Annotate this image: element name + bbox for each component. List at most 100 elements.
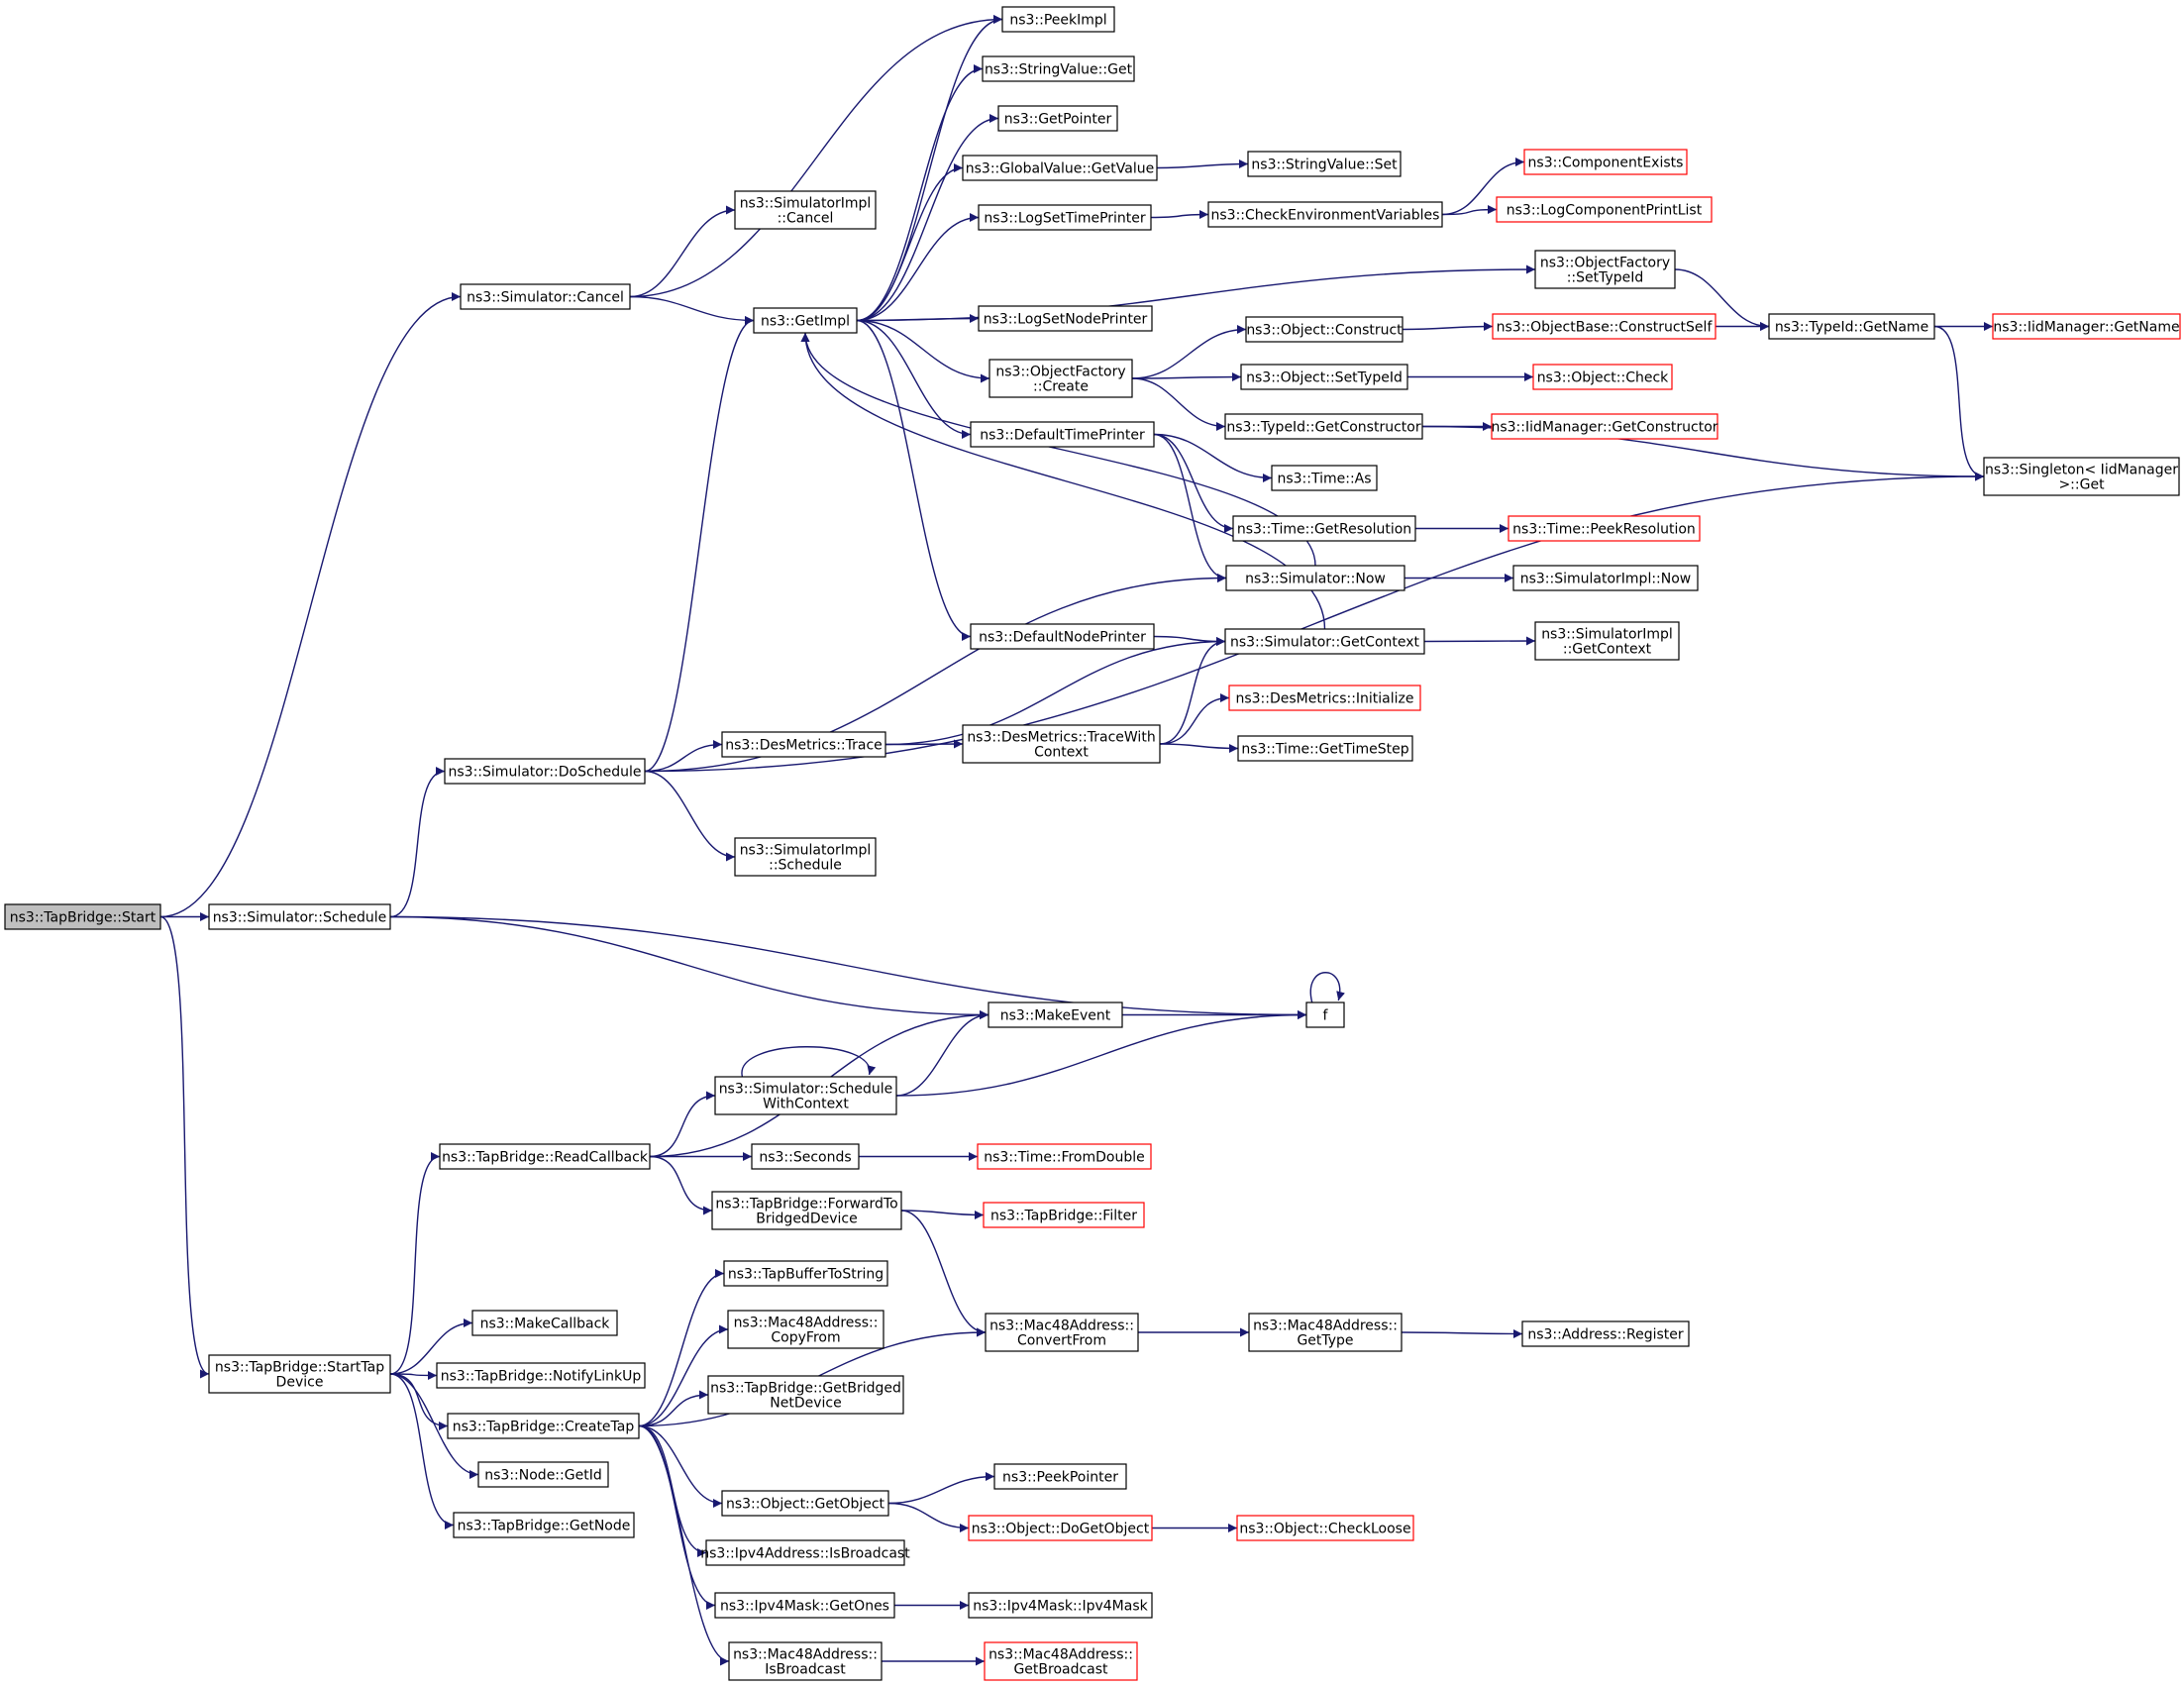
node-timepeekresolution[interactable]: ns3::Time::PeekResolution — [1508, 515, 1701, 542]
node-box-readcallback — [439, 1143, 651, 1170]
node-makecallback[interactable]: ns3::MakeCallback — [471, 1310, 618, 1336]
node-mac48copyfrom[interactable]: ns3::Mac48Address::CopyFrom — [727, 1310, 884, 1349]
node-timefromdouble[interactable]: ns3::Time::FromDouble — [977, 1143, 1152, 1170]
node-checkenv[interactable]: ns3::CheckEnvironmentVariables — [1207, 201, 1443, 228]
node-label-mac48isbroadcast-0: ns3::Mac48Address:: — [733, 1647, 878, 1663]
node-desmetricstrace[interactable]: ns3::DesMetrics::Trace — [721, 731, 886, 758]
node-objectcheck[interactable]: ns3::Object::Check — [1532, 364, 1673, 390]
call-edge-cancel-to-simimplcancel — [629, 205, 736, 298]
node-componentexists[interactable]: ns3::ComponentExists — [1523, 149, 1688, 175]
node-ipv4isbroadcast[interactable]: ns3::Ipv4Address::IsBroadcast — [700, 1539, 910, 1566]
node-getpointer[interactable]: ns3::GetPointer — [997, 105, 1118, 132]
node-logcomponentprintlist[interactable]: ns3::LogComponentPrintList — [1496, 196, 1713, 223]
node-typeidgetconstructor[interactable]: ns3::TypeId::GetConstructor — [1224, 413, 1423, 440]
node-mac48gettype[interactable]: ns3::Mac48Address::GetType — [1248, 1313, 1403, 1352]
node-f[interactable]: f — [1305, 1002, 1345, 1028]
node-label-makecallback-0: ns3::MakeCallback — [480, 1317, 611, 1332]
node-timeas[interactable]: ns3::Time::As — [1271, 465, 1378, 491]
node-notifylinkup[interactable]: ns3::TapBridge::NotifyLinkUp — [436, 1362, 646, 1389]
node-peekimpl[interactable]: ns3::PeekImpl — [1001, 6, 1115, 33]
node-label-ipv4maskipv4mask-0: ns3::Ipv4Mask::Ipv4Mask — [973, 1599, 1148, 1615]
node-mac48convertfrom[interactable]: ns3::Mac48Address::ConvertFrom — [985, 1313, 1139, 1352]
node-doschedule[interactable]: ns3::Simulator::DoSchedule — [444, 758, 646, 785]
node-nodegetid[interactable]: ns3::Node::GetId — [477, 1461, 609, 1488]
node-desmetricsinitialize[interactable]: ns3::DesMetrics::Initialize — [1228, 685, 1421, 711]
node-objectsettypeid[interactable]: ns3::Object::SetTypeId — [1240, 364, 1408, 390]
call-edge-createtap-to-mac48isbroadcast — [638, 1424, 730, 1666]
node-label-tapbridgegetnode-0: ns3::TapBridge::GetNode — [458, 1519, 631, 1534]
node-tapbridgefilter[interactable]: ns3::TapBridge::Filter — [983, 1202, 1145, 1228]
node-simimplcancel[interactable]: ns3::SimulatorImpl::Cancel — [734, 190, 877, 230]
call-nodes: ns3::TapBridge::Startns3::Simulator::Can… — [4, 6, 2181, 1681]
node-simgetcontext[interactable]: ns3::Simulator::GetContext — [1224, 628, 1425, 655]
node-getimpl[interactable]: ns3::GetImpl — [753, 307, 858, 334]
node-seconds[interactable]: ns3::Seconds — [751, 1143, 860, 1170]
call-edge-getimpl-to-defaulttimeprinter — [856, 319, 972, 439]
node-singletonget[interactable]: ns3::Singleton< IidManager >::Get — [1983, 457, 2180, 496]
node-stringvalueset[interactable]: ns3::StringValue::Set — [1247, 151, 1402, 177]
node-addressregister[interactable]: ns3::Address::Register — [1521, 1320, 1690, 1347]
node-label-getbridgednetdevice-0: ns3::TapBridge::GetBridged — [710, 1381, 901, 1397]
node-schedule[interactable]: ns3::Simulator::Schedule — [208, 903, 391, 930]
node-simimplschedule[interactable]: ns3::SimulatorImpl::Schedule — [734, 837, 877, 877]
node-box-objbaseconstructself — [1492, 313, 1716, 340]
node-box-iidmanagergetname — [1992, 313, 2181, 340]
node-box-schedulewithcontext — [714, 1076, 897, 1115]
node-simnow[interactable]: ns3::Simulator::Now — [1225, 565, 1405, 591]
node-timegetresolution[interactable]: ns3::Time::GetResolution — [1232, 515, 1416, 542]
node-logsettimeprinter[interactable]: ns3::LogSetTimePrinter — [978, 204, 1152, 231]
node-box-simimplnow — [1512, 565, 1699, 591]
node-createtap[interactable]: ns3::TapBridge::CreateTap — [447, 1413, 640, 1439]
node-label-doschedule-0: ns3::Simulator::DoSchedule — [449, 765, 642, 781]
node-makeevent[interactable]: ns3::MakeEvent — [988, 1002, 1123, 1028]
node-box-desmetricstrace — [721, 731, 886, 758]
node-defaultnodeprinter[interactable]: ns3::DefaultNodePrinter — [970, 623, 1155, 650]
node-tapbridgegetnode[interactable]: ns3::TapBridge::GetNode — [453, 1512, 635, 1538]
node-label-objbaseconstructself-0: ns3::ObjectBase::ConstructSelf — [1497, 320, 1714, 336]
node-box-createtap — [447, 1413, 640, 1439]
node-simimplnow[interactable]: ns3::SimulatorImpl::Now — [1512, 565, 1699, 591]
node-box-getbridgednetdevice — [707, 1375, 904, 1415]
node-iidmanagergetname[interactable]: ns3::IidManager::GetName — [1992, 313, 2181, 340]
node-cancel[interactable]: ns3::Simulator::Cancel — [460, 283, 631, 310]
call-edge-desmetricstrace-to-desmetricstracewith — [884, 739, 964, 749]
node-globalvaluegetvalue[interactable]: ns3::GlobalValue::GetValue — [962, 155, 1158, 181]
node-logsetnodeprinter[interactable]: ns3::LogSetNodePrinter — [978, 305, 1153, 332]
node-tapbuffertostring[interactable]: ns3::TapBufferToString — [723, 1260, 888, 1287]
call-edge-schedule-to-f — [389, 915, 1307, 1019]
node-simimplgetcontext[interactable]: ns3::SimulatorImpl::GetContext — [1534, 621, 1680, 661]
node-label-tapbridgefilter-0: ns3::TapBridge::Filter — [990, 1209, 1137, 1224]
node-defaulttimeprinter[interactable]: ns3::DefaultTimePrinter — [970, 421, 1155, 448]
call-edge-doschedule-to-getimpl — [644, 316, 755, 773]
node-objectcheckloose[interactable]: ns3::Object::CheckLoose — [1236, 1515, 1414, 1541]
call-edge-createtap-to-ipv4isbroadcast — [638, 1424, 707, 1557]
call-edge-checkenv-to-componentexists — [1441, 158, 1525, 216]
node-objfactorycreate[interactable]: ns3::ObjectFactory::Create — [988, 359, 1133, 398]
node-iidmanagergetconstructor[interactable]: ns3::IidManager::GetConstructor — [1491, 413, 1718, 440]
node-label-objectgetobject-0: ns3::Object::GetObject — [726, 1497, 885, 1513]
call-edge-logsettimeprinter-to-checkenv — [1150, 210, 1209, 220]
node-ipv4maskgetones[interactable]: ns3::Ipv4Mask::GetOnes — [714, 1592, 895, 1619]
node-mac48isbroadcast[interactable]: ns3::Mac48Address::IsBroadcast — [728, 1641, 883, 1681]
node-readcallback[interactable]: ns3::TapBridge::ReadCallback — [439, 1143, 651, 1170]
node-objectdogetobject[interactable]: ns3::Object::DoGetObject — [968, 1515, 1153, 1541]
node-objbaseconstructself[interactable]: ns3::ObjectBase::ConstructSelf — [1492, 313, 1716, 340]
node-mac48getbroadcast[interactable]: ns3::Mac48Address::GetBroadcast — [984, 1641, 1138, 1681]
node-label-simimplcancel-1: ::Cancel — [778, 211, 834, 227]
node-label-starttap-0: ns3::TapBridge::StartTap — [215, 1360, 384, 1376]
node-objectgetobject[interactable]: ns3::Object::GetObject — [721, 1490, 889, 1517]
node-peekpointer[interactable]: ns3::PeekPointer — [993, 1463, 1127, 1490]
node-timegettimestep[interactable]: ns3::Time::GetTimeStep — [1237, 735, 1413, 762]
node-label-mac48convertfrom-0: ns3::Mac48Address:: — [989, 1318, 1134, 1334]
node-box-simgetcontext — [1224, 628, 1425, 655]
node-typeidgetname[interactable]: ns3::TypeId::GetName — [1768, 313, 1935, 340]
node-stringvalueget[interactable]: ns3::StringValue::Get — [982, 55, 1135, 82]
node-objectconstruct[interactable]: ns3::Object::Construct — [1245, 316, 1404, 343]
node-ipv4maskipv4mask[interactable]: ns3::Ipv4Mask::Ipv4Mask — [968, 1592, 1153, 1619]
node-objfactorysettypeid[interactable]: ns3::ObjectFactory::SetTypeId — [1534, 250, 1676, 289]
